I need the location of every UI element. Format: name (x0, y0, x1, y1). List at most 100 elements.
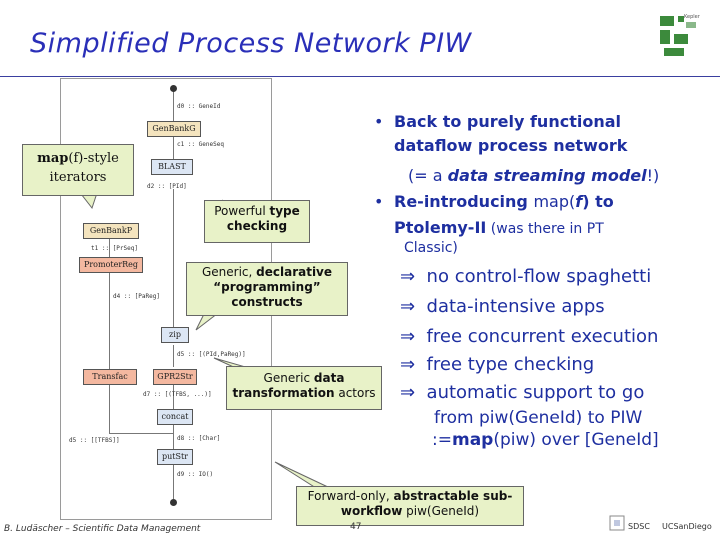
ucsd-logo-icon: UCSanDiego (662, 522, 712, 531)
slide-title: Simplified Process Network PIW (30, 28, 472, 59)
node-genbank-p[interactable]: GenBankP (83, 223, 139, 239)
callout-forward-only: Forward-only, abstractable sub- workflow… (296, 486, 524, 526)
implication-item-5: ⇒ automatic support to go (400, 382, 644, 403)
callout-map-rest1: (f)-style (68, 151, 119, 166)
bullet1-line3-b: data streaming model (447, 166, 647, 185)
callout-workflow-bold: workflow (340, 504, 403, 518)
implication-text-5: automatic support to go (426, 382, 645, 403)
bullet1-line3-c: !) (646, 166, 660, 185)
edge-label-d2: d2 :: [PId] (147, 183, 187, 190)
bullet1-line2: dataflow process network (394, 136, 628, 155)
implies-icon: ⇒ (400, 382, 416, 403)
bullet-1: • Back to purely functional (374, 112, 621, 131)
edge-label-d0: d0 :: GeneId (177, 103, 221, 110)
callout-transform-bold: transformation (232, 386, 335, 400)
sdsc-ucsd-logos: SDSC UCSanDiego (609, 515, 712, 531)
callout-data-plain: Generic (263, 371, 314, 385)
callout-type-bold2: checking (226, 219, 288, 233)
node-putstr[interactable]: putStr (157, 449, 193, 465)
svg-text:UCSanDiego: UCSanDiego (662, 522, 712, 531)
title-divider (0, 76, 720, 77)
callout-map-iterators: map(f)-style iterators (22, 144, 134, 196)
callout-decl-bold3: constructs (231, 295, 303, 309)
implies-icon: ⇒ (400, 354, 416, 375)
edge-d5 (173, 345, 174, 367)
implication-text-1: no control-flow spaghetti (426, 266, 652, 287)
node-zip[interactable]: zip (161, 327, 189, 343)
bullet-dot-icon: • (374, 112, 384, 131)
implication-cont-a: := (432, 430, 452, 450)
implication-text-2: data-intensive apps (426, 296, 605, 317)
edge-d9 (173, 463, 174, 499)
bullet2-line3: Classic) (404, 240, 458, 256)
implies-icon: ⇒ (400, 326, 416, 347)
edge-label-d4: d4 :: [PaReg] (113, 293, 160, 300)
bullet2-line1-a: Re-introducing (394, 192, 534, 211)
edge-d4 (109, 271, 110, 371)
callout-map-rest2: iterators (49, 170, 107, 185)
edge-t1 (109, 237, 110, 257)
implies-icon: ⇒ (400, 266, 416, 287)
pointer-forward (274, 461, 331, 489)
implication-text-4: free type checking (426, 354, 595, 375)
implication-text-3: free concurrent execution (426, 326, 659, 347)
edge-d8 (173, 424, 174, 450)
start-dot-icon (170, 85, 177, 92)
footer-author: B. Ludäscher – Scientific Data Managemen… (4, 524, 201, 534)
callout-map-bold: map (37, 151, 69, 166)
edge-c1 (173, 135, 174, 175)
callout-declarative: Generic, declarative “programming” const… (186, 262, 348, 316)
edge-label-t1: t1 :: [PrSeq] (91, 245, 138, 252)
node-blast[interactable]: BLAST (151, 159, 193, 175)
callout-piw-plain: piw(GeneId) (402, 504, 480, 518)
edge-label-d8: d8 :: [Char] (177, 435, 221, 442)
edge-label-d9: d9 :: IO() (177, 471, 214, 478)
implies-icon: ⇒ (400, 296, 416, 317)
callout-type-plain: Powerful (214, 204, 270, 218)
svg-text:SDSC: SDSC (628, 522, 650, 531)
bullet2-line1-b: map( (533, 192, 576, 211)
implication-cont-2: :=map(piw) over [GeneId] (432, 430, 659, 450)
page-number: 47 (350, 522, 362, 532)
bullet2-line1-d: ) to (582, 192, 614, 211)
edge-d0 (173, 91, 174, 121)
bullet2-line2-b: (was there in PT (486, 221, 604, 237)
node-gpr2str[interactable]: GPR2Str (153, 369, 197, 385)
end-dot-icon (170, 499, 177, 506)
bullet1-line1: Back to purely functional (394, 112, 621, 131)
edge-d2 (173, 189, 174, 339)
sdsc-logo-icon: SDSC (609, 515, 650, 531)
bullet1-line3-a: (= a (408, 166, 448, 185)
callout-decl-plain: Generic, (201, 265, 257, 279)
edge-label-d7: d7 :: [(TFBS, ...)] (143, 391, 212, 398)
bullet2-line1-c: f (575, 192, 583, 211)
bullet2-line2-wrap: Ptolemy-II (was there in PT (394, 218, 604, 237)
node-concat[interactable]: concat (157, 409, 193, 425)
bullet-2: • Re-introducing map(f) to (374, 192, 614, 211)
edge-label-d5-pid: d5 :: [(PId,PaReg)] (177, 351, 246, 358)
kepler-logo-icon: Kepler (660, 14, 701, 56)
callout-type-bold1: type (269, 204, 300, 218)
callout-actors-plain: actors (334, 386, 376, 400)
implication-cont-text-1: from piw(GeneId) to PIW (434, 408, 643, 428)
implication-item-1: ⇒ no control-flow spaghetti (400, 266, 651, 287)
node-promoter-reg[interactable]: PromoterReg (79, 257, 143, 273)
implication-cont-b: map (451, 430, 494, 450)
edge-d7 (173, 381, 174, 411)
bullet-dot-icon: • (374, 192, 384, 211)
node-transfac[interactable]: Transfac (83, 369, 137, 385)
bullet1-line3-wrap: (= a data streaming model!) (408, 166, 659, 185)
callout-decl-bold1: declarative (256, 265, 333, 279)
callout-type-checking: Powerful type checking (204, 200, 310, 243)
implication-cont-1: from piw(GeneId) to PIW (434, 408, 642, 428)
bullet2-line3-wrap: Classic) (404, 240, 458, 256)
edge-label-c1: c1 :: GeneSeq (177, 141, 224, 148)
implication-item-2: ⇒ data-intensive apps (400, 296, 605, 317)
workflow-diagram: GenBankG BLAST GenBankP PromoterReg zip … (60, 78, 272, 520)
implication-item-4: ⇒ free type checking (400, 354, 594, 375)
callout-decl-bold2: “programming” (213, 280, 321, 294)
node-genbank-g[interactable]: GenBankG (147, 121, 201, 137)
implication-item-3: ⇒ free concurrent execution (400, 326, 658, 347)
svg-text:Kepler: Kepler (684, 14, 701, 20)
edge-to-concat (109, 433, 173, 434)
